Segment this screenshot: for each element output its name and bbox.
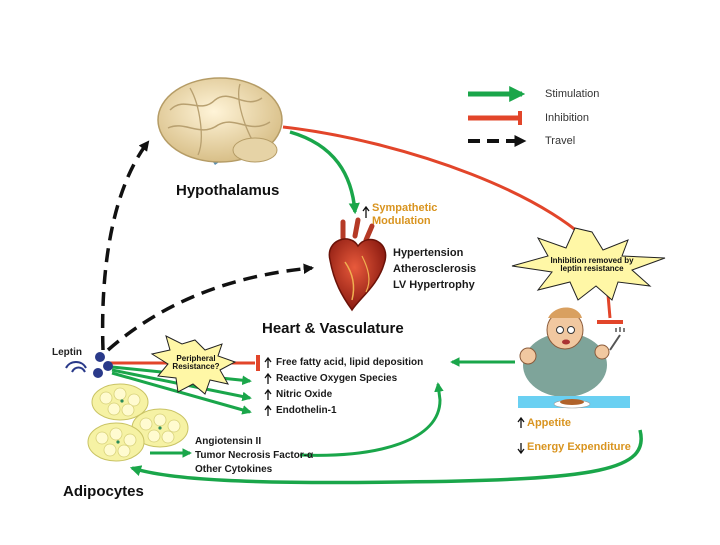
legend-travel-label: Travel [545, 135, 576, 147]
stimulation-energy-to-adipocytes [129, 429, 643, 485]
vascular-effect-no: Nitric Oxide [276, 389, 333, 400]
legend [468, 85, 527, 147]
obese-man-eating-icon [518, 307, 630, 409]
fat-cell-cluster [91, 383, 149, 421]
cytokine-tnf: Tumor Necrosis Factor-α [195, 450, 314, 461]
travel-leptin-to-heart [106, 263, 315, 352]
brain-icon [157, 77, 283, 165]
arrow-markers [264, 205, 525, 455]
stimulation-cytokines-to-vascular [299, 382, 444, 457]
inhibition-removed-label: Inhibition removed by leptin resistance [550, 256, 634, 273]
legend-stimulation-label: Stimulation [545, 88, 600, 100]
peripheral-resistance-star [150, 335, 237, 395]
fat-cell-cluster [87, 422, 145, 462]
up-arrow-icon [517, 416, 525, 428]
inhibition-removed-star [511, 227, 666, 301]
heart-effect-hypertension: Hypertension [393, 247, 464, 259]
sympathetic-label-2: Modulation [372, 215, 431, 227]
cytokine-angiotensin: Angiotensin II [195, 436, 262, 447]
stimulation-leptin-to-et1 [111, 371, 252, 415]
up-arrow-icon [264, 356, 272, 368]
heart-vasculature-label: Heart & Vasculature [262, 320, 404, 337]
legend-inhibition-label: Inhibition [545, 112, 590, 124]
leptin-label: Leptin [52, 347, 82, 358]
vascular-effect-ros: Reactive Oxygen Species [276, 373, 398, 384]
heart-icon [328, 217, 387, 312]
down-arrow-icon [517, 443, 525, 455]
fat-cell-icon [87, 383, 189, 462]
travel-leptin-to-hypothalamus [100, 140, 150, 351]
sympathetic-label-1: Sympathetic [372, 202, 438, 214]
energy-expenditure-label: Energy Expenditure [527, 441, 631, 453]
leptin-molecule-icon [65, 352, 113, 378]
heart-effect-atherosclerosis: Atherosclerosis [393, 263, 477, 275]
vascular-effect-et1: Endothelin-1 [276, 405, 337, 416]
up-arrow-icon [362, 205, 370, 218]
hypothalamus-label: Hypothalamus [176, 182, 280, 199]
up-arrow-icon [264, 404, 272, 416]
adipocytes-label: Adipocytes [63, 483, 144, 500]
peripheral-resistance-label: Peripheral Resistance? [172, 354, 220, 371]
up-arrow-icon [264, 372, 272, 384]
vascular-effect-ffa: Free fatty acid, lipid deposition [276, 357, 424, 368]
stimulation-hypothalamus-to-sympathetic [289, 130, 360, 215]
up-arrow-icon [264, 388, 272, 400]
heart-effect-lv-hypertrophy: LV Hypertrophy [393, 279, 475, 291]
cytokine-other: Other Cytokines [195, 464, 273, 475]
appetite-label: Appetite [527, 417, 571, 429]
